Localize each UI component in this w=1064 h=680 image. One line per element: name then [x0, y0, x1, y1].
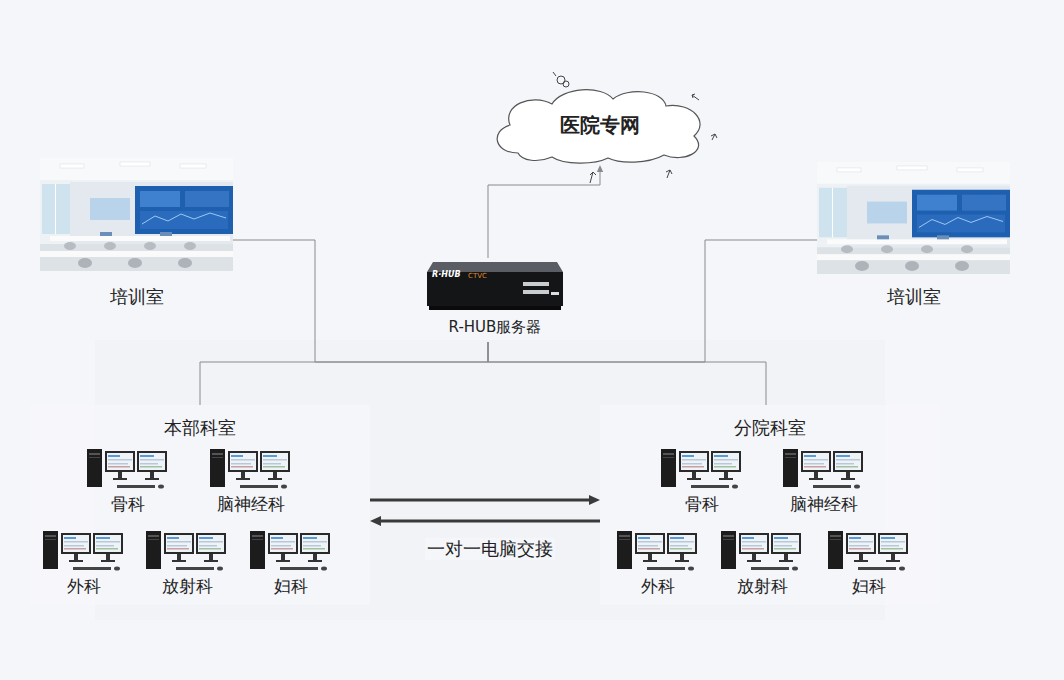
connector: [200, 342, 488, 405]
device-brand: R·HUB: [432, 271, 461, 279]
computer-station: 妇科: [241, 527, 341, 601]
node-label: 外科: [641, 576, 675, 596]
computer-icon: [828, 527, 910, 579]
computer-station: 骨科: [652, 445, 752, 519]
node-label: 培训室: [887, 286, 941, 308]
computer-station: 骨科: [78, 445, 178, 519]
device-logo: CTVC: [468, 273, 487, 280]
computer-station: 放射科: [137, 527, 237, 601]
node-label: 脑神经科: [217, 494, 285, 514]
computer-station: 脑神经科: [201, 445, 301, 519]
node-label: 脑神经科: [790, 494, 858, 514]
room-photo: [40, 158, 233, 275]
training-room: 培训室: [40, 158, 233, 310]
node-label: 妇科: [852, 576, 886, 596]
node-label: 分院科室: [600, 417, 940, 439]
computer-icon: [661, 445, 743, 497]
node-label: 培训室: [110, 286, 164, 308]
connector: [488, 342, 766, 405]
computer-station: 脑神经科: [774, 445, 874, 519]
connector: [488, 165, 603, 258]
connector: [370, 516, 600, 526]
computer-icon: [250, 527, 332, 579]
connector: [370, 495, 600, 505]
node-label: 妇科: [274, 576, 308, 596]
node-label: 放射科: [737, 576, 788, 596]
arrowhead: [597, 165, 603, 172]
node-label: 骨科: [685, 494, 719, 514]
computer-station: 外科: [608, 527, 708, 601]
arrowhead: [370, 516, 381, 526]
edge-label: 一对一电脑交接: [425, 538, 555, 560]
node-label: 外科: [67, 576, 101, 596]
computer-icon: [210, 445, 292, 497]
computer-station: 外科: [34, 527, 134, 601]
training-room: 培训室: [817, 162, 1010, 310]
department-group: 本部科室骨科 脑神经科外科 放射科 妇科: [30, 405, 370, 605]
connector-line: [200, 342, 488, 405]
department-group: 分院科室骨科 脑神经科外科 放射科 妇科: [600, 405, 940, 605]
node-label: 本部科室: [30, 417, 370, 439]
node-label: 放射科: [162, 576, 213, 596]
connector-line: [370, 499, 590, 502]
computer-icon: [43, 527, 125, 579]
connector-line: [380, 520, 600, 523]
computer-station: 妇科: [819, 527, 919, 601]
computer-icon: [783, 445, 865, 497]
computer-icon: [617, 527, 699, 579]
connector-line: [488, 171, 600, 258]
computer-station: 放射科: [712, 527, 812, 601]
arrowhead: [589, 495, 600, 505]
computer-icon: [721, 527, 803, 579]
node-label: 骨科: [111, 494, 145, 514]
connector-line: [488, 342, 766, 405]
computer-icon: [146, 527, 228, 579]
network-cloud: 医院专网: [488, 85, 712, 165]
node-label: R-HUB服务器: [449, 318, 542, 336]
room-photo: [817, 162, 1010, 278]
computer-icon: [87, 445, 169, 497]
node-label: 医院专网: [560, 113, 640, 137]
